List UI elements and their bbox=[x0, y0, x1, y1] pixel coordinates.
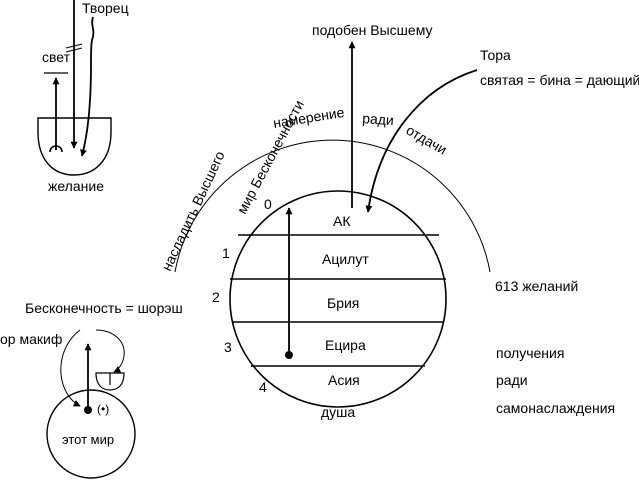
holy-eq-label: святая = бина = дающий bbox=[480, 72, 639, 88]
or-makif-label: ор макиф bbox=[0, 331, 62, 347]
soul-dot bbox=[285, 351, 293, 359]
for-sake-lower-label: ради bbox=[496, 372, 528, 388]
soul-point bbox=[84, 406, 92, 414]
like-higher-label: подобен Высшему bbox=[312, 22, 432, 38]
giving-label: отдачи bbox=[404, 122, 450, 158]
right-curved-arrow bbox=[95, 329, 125, 373]
soul-label: душа bbox=[321, 404, 355, 420]
creator-label: Творец bbox=[82, 0, 129, 16]
screen-mark-2 bbox=[65, 47, 83, 53]
intention-label: намерение bbox=[272, 104, 346, 131]
or-makif-arrow bbox=[60, 329, 81, 407]
desires-613-label: 613 желаний bbox=[495, 278, 578, 294]
vessel-group: Творец свет желание bbox=[37, 0, 129, 194]
layer-name-asiyah: Асия bbox=[328, 372, 360, 388]
delight-higher-label: насладить Высшего bbox=[158, 148, 228, 273]
for-sake-label: ради bbox=[362, 110, 395, 128]
torah-arrow bbox=[365, 69, 478, 213]
light-label: свет bbox=[42, 49, 71, 65]
this-world-label: этот мир bbox=[62, 432, 114, 447]
infinity-eq-label: Бесконечность = шорэш bbox=[25, 300, 183, 316]
layer-number-3: 3 bbox=[224, 339, 232, 355]
self-pleasure-label: самонаслаждения bbox=[496, 400, 615, 416]
intention-arc bbox=[174, 139, 491, 273]
this-world-group: Бесконечность = шорэш ор макиф этот мир … bbox=[0, 300, 183, 479]
self-pleasure-group: получения ради самонаслаждения bbox=[496, 345, 615, 416]
point-mark: (•) bbox=[97, 402, 109, 416]
creator-arrow bbox=[80, 16, 95, 157]
vessel-shape bbox=[37, 117, 112, 176]
vessel-hook bbox=[49, 145, 63, 153]
receiving-label: получения bbox=[496, 345, 564, 361]
torah-label: Тора bbox=[480, 47, 511, 63]
layer-name-yetzirah: Ецира bbox=[325, 337, 366, 353]
layer-number-0: 0 bbox=[264, 196, 272, 212]
desire-label: желание bbox=[48, 178, 104, 194]
this-world-circle bbox=[46, 389, 136, 479]
layer-name-beriah: Брия bbox=[327, 295, 359, 311]
screen-mark-1 bbox=[65, 43, 83, 49]
layer-name-ak: АК bbox=[333, 213, 351, 229]
soul-sphere bbox=[229, 190, 447, 408]
small-vessel bbox=[95, 372, 125, 391]
layer-name-atzilut: Ацилут bbox=[322, 251, 369, 267]
layer-number-4: 4 bbox=[259, 379, 267, 395]
layer-number-2: 2 bbox=[212, 289, 220, 305]
main-diagram: насладить Высшего мир Бесконечности наме… bbox=[158, 22, 639, 420]
layer-number-1: 1 bbox=[222, 245, 230, 261]
